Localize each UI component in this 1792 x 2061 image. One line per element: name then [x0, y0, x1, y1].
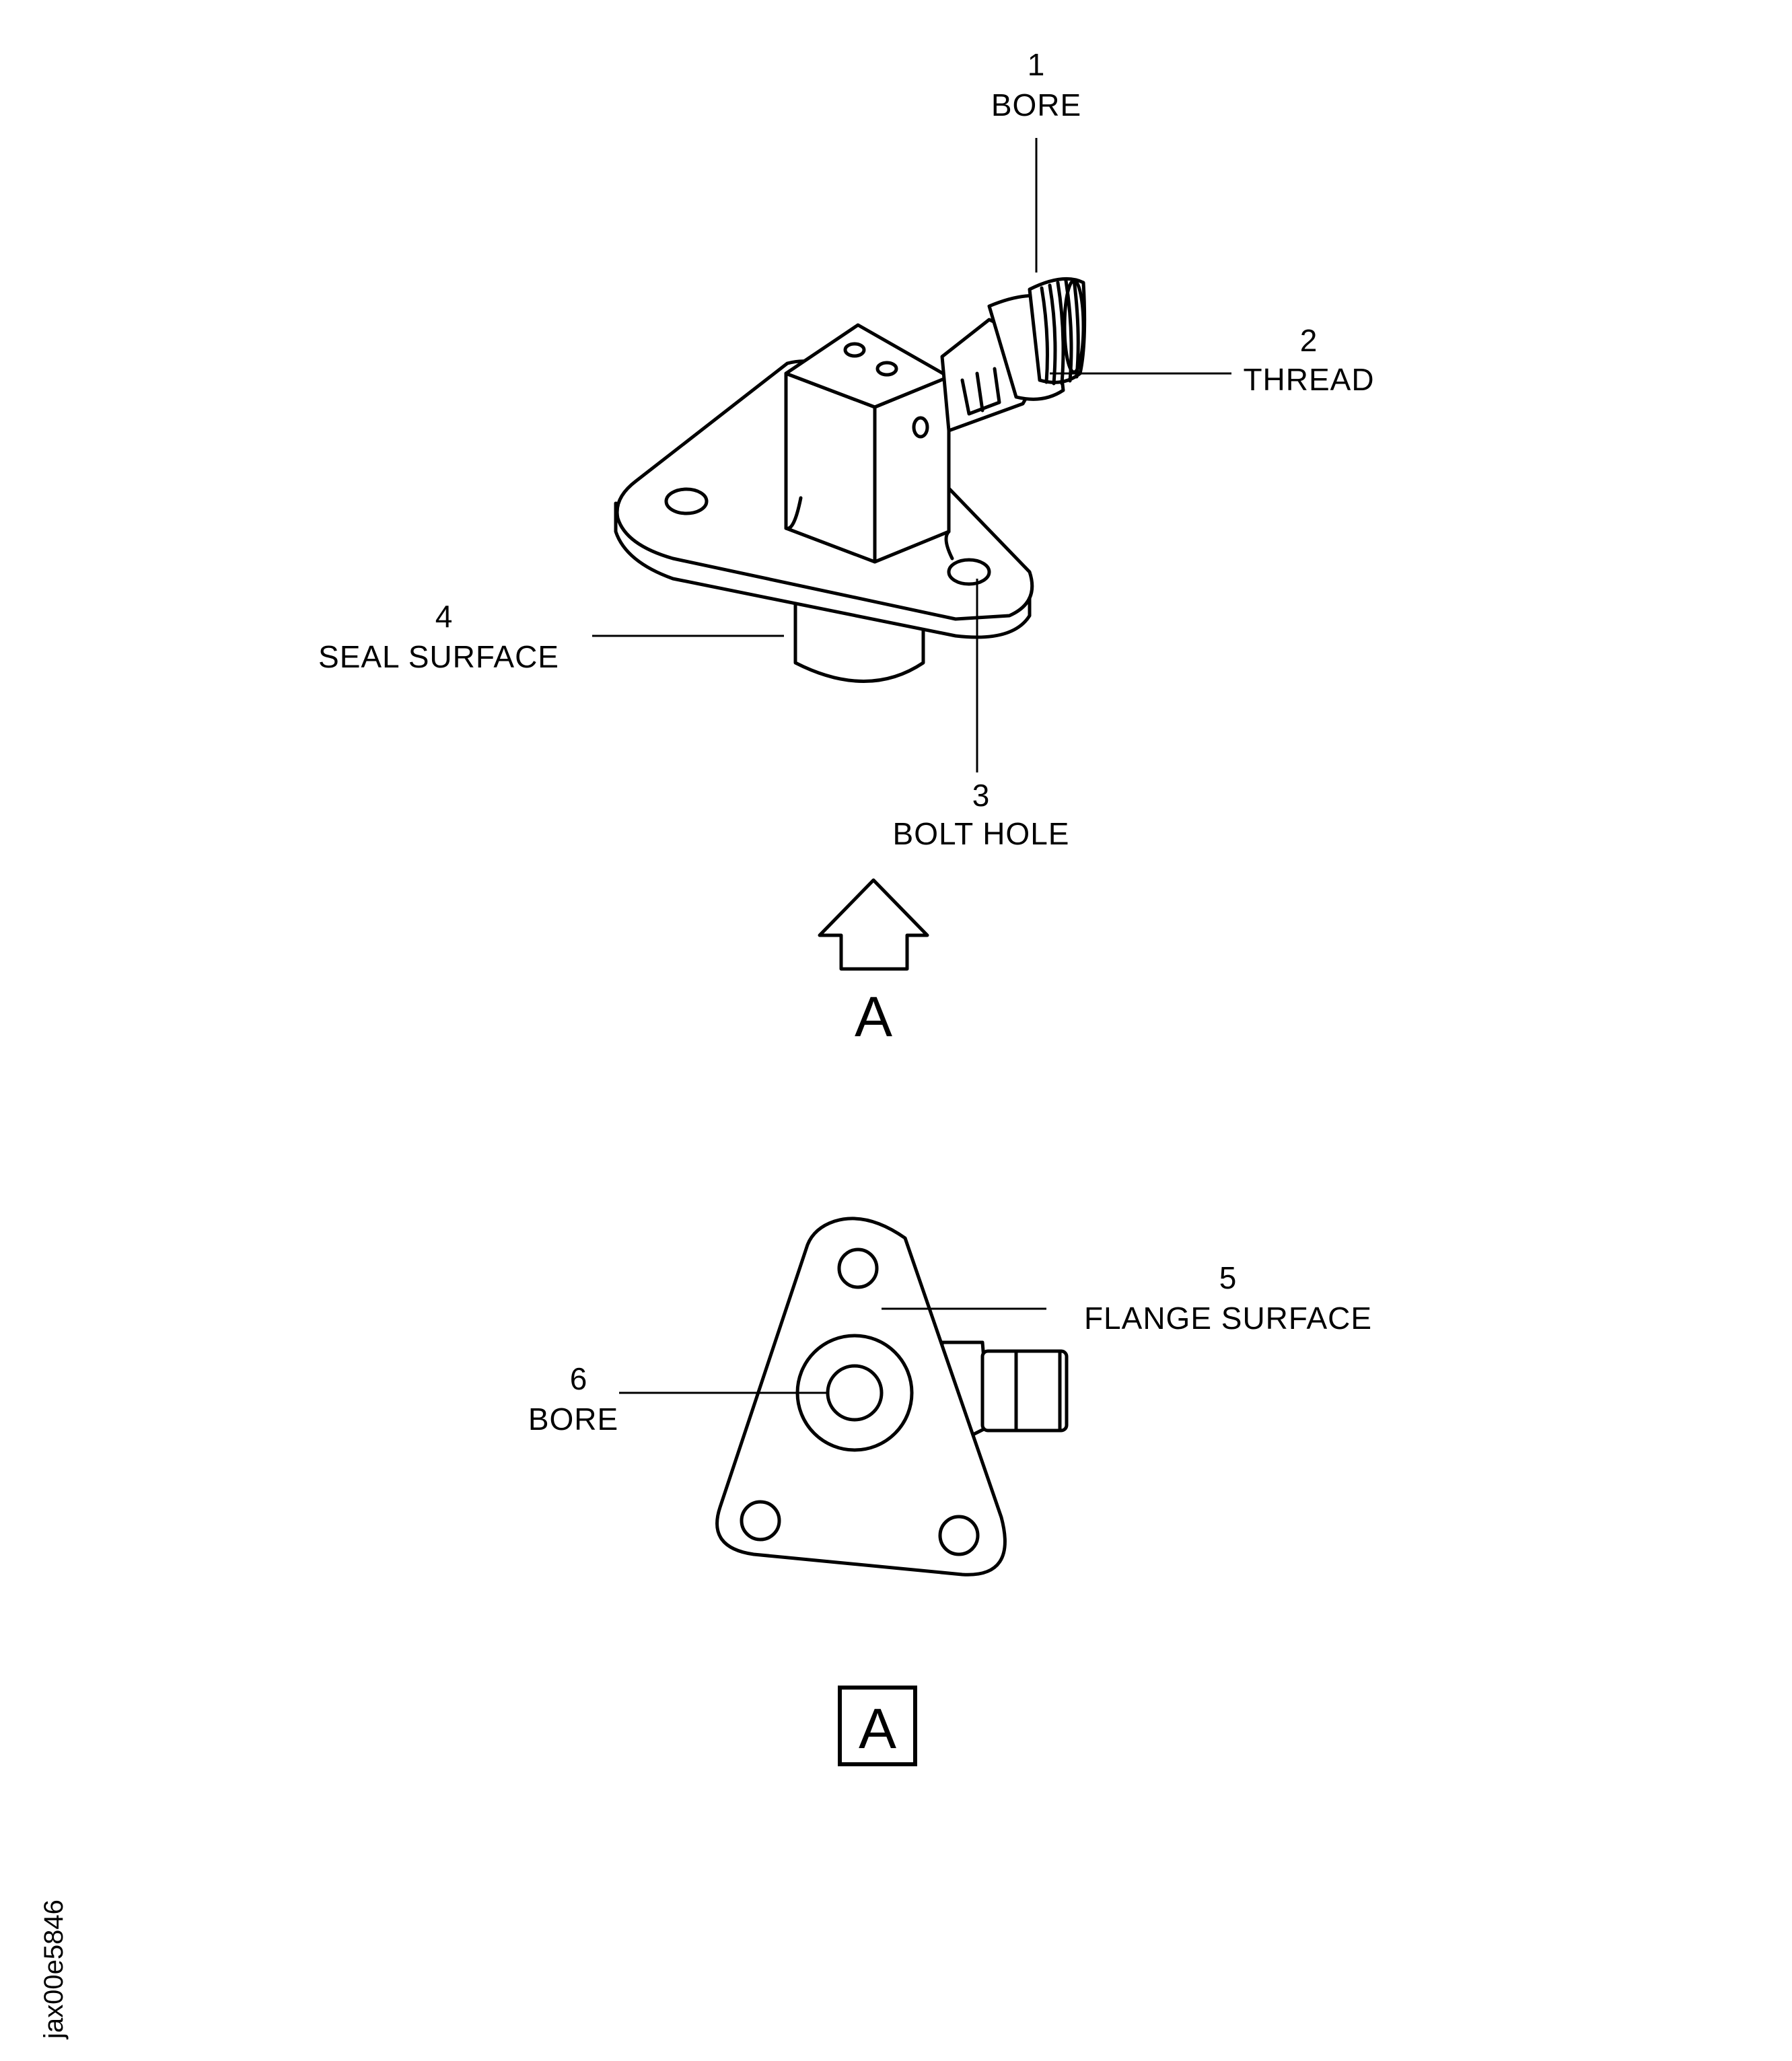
isometric-leaders	[592, 138, 1231, 772]
callout-1-number: 1	[1028, 47, 1046, 82]
view-a-bolt-hole-top	[837, 1248, 879, 1289]
callout-5-number: 5	[1219, 1260, 1238, 1295]
callout-2-number: 2	[1300, 323, 1318, 358]
callout-4-number: 4	[435, 599, 454, 634]
callout-3: 3 BOLT HOLE	[893, 778, 1070, 851]
figure-id: jax00e5846	[39, 1900, 69, 2039]
view-box-label: A	[838, 1686, 917, 1766]
view-a-flange-outline	[715, 1217, 1007, 1577]
callout-5: 5 FLANGE SURFACE	[1084, 1260, 1372, 1336]
callout-3-number: 3	[972, 778, 991, 813]
flange-bolt-hole-right	[947, 558, 991, 586]
callout-3-name: BOLT HOLE	[893, 816, 1070, 851]
callout-1-name: BORE	[991, 87, 1081, 122]
callout-6-number: 6	[570, 1361, 588, 1396]
view-arrow-letter: A	[855, 985, 892, 1048]
body-hole-1	[843, 342, 866, 358]
view-a-drawing	[715, 1217, 1069, 1577]
view-arrow: A	[818, 878, 929, 1048]
view-a-bolt-hole-left	[740, 1500, 781, 1542]
view-arrow-icon	[818, 878, 929, 971]
nozzle-end	[1063, 279, 1085, 374]
view-a-leaders	[619, 1307, 1046, 1394]
body-side-hole	[912, 416, 929, 439]
view-a-bore-inner	[826, 1364, 884, 1422]
isometric-fitting-drawing	[614, 277, 1087, 683]
threaded-nozzle	[940, 277, 1087, 433]
view-box-letter: A	[859, 1697, 896, 1760]
callout-5-name: FLANGE SURFACE	[1084, 1301, 1372, 1336]
view-a-bolt-hole-right	[938, 1515, 980, 1556]
body-hole-2	[875, 361, 898, 377]
callout-2: 2 THREAD	[1243, 323, 1374, 397]
callout-4: 4 SEAL SURFACE	[318, 599, 559, 674]
callout-2-name: THREAD	[1243, 362, 1374, 397]
callout-6: 6 BORE	[528, 1361, 618, 1437]
callout-6-name: BORE	[528, 1402, 618, 1437]
view-box-frame	[838, 1686, 917, 1766]
callout-1: 1 BORE	[991, 47, 1081, 122]
callout-4-name: SEAL SURFACE	[318, 639, 559, 674]
square-body	[784, 323, 954, 564]
flange-bolt-hole-left	[664, 487, 709, 515]
